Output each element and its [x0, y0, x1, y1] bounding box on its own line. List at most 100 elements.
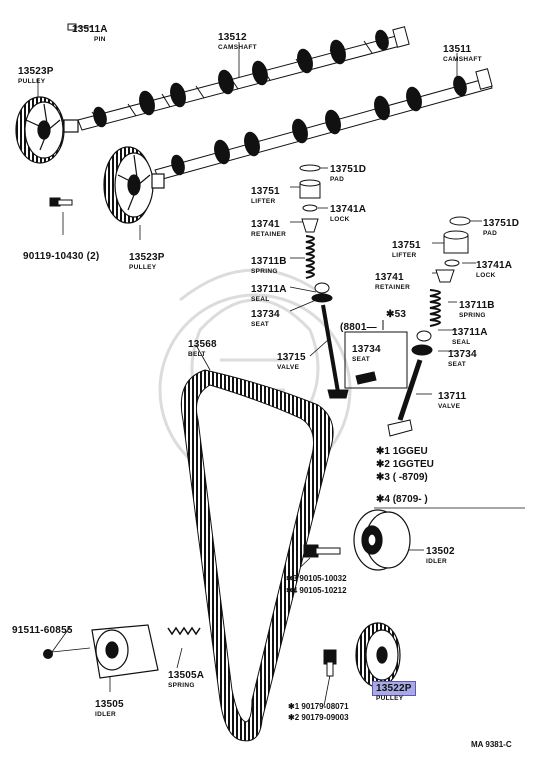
part-name: LIFTER — [251, 198, 276, 205]
part-name: LOCK — [330, 216, 350, 223]
part-number: 13715 — [277, 352, 306, 363]
idler-13505 — [91, 624, 159, 679]
part-name: VALVE — [438, 403, 461, 410]
part-name: SEAT — [448, 361, 467, 368]
label-13505A: 13505A SPRING — [168, 666, 204, 690]
part-number: 13734 — [448, 349, 477, 360]
part-name: RETAINER — [251, 231, 287, 238]
part-name: SEAL — [251, 296, 270, 303]
part-number: ✱53 — [386, 309, 407, 320]
part-number: 13741A — [330, 204, 367, 215]
part-number: 13512 — [218, 32, 247, 43]
part-number: 13751D — [330, 164, 367, 175]
camshaft-13511 — [154, 68, 493, 181]
label-13568: 13568 BELT — [188, 335, 217, 359]
leader-lines — [37, 26, 482, 707]
part-number: 13751D — [483, 218, 520, 229]
part-number: 13741 — [375, 272, 404, 283]
spring-13505A — [167, 626, 201, 636]
label-90105-a: ✱3 90105-10032 — [286, 575, 347, 583]
label-13741A-left: 13741A LOCK — [330, 200, 366, 224]
part-number: 91511-60855 — [12, 625, 73, 636]
part-number-highlighted[interactable]: 13522P — [372, 681, 416, 696]
label-13751-right: 13751 LIFTER — [392, 236, 421, 260]
label-90179-b: ✱2 90179-09003 — [288, 714, 349, 722]
pulley-13522P — [355, 622, 401, 688]
label-13741A-right: 13741A LOCK — [476, 256, 512, 280]
part-name: SEAT — [352, 356, 371, 363]
part-number: 13751 — [251, 186, 280, 197]
part-number: 13734 — [251, 309, 280, 320]
part-number: 13741A — [476, 260, 513, 271]
label-13711A-right: 13711A SEAL — [452, 323, 488, 347]
part-number: 13505A — [168, 670, 205, 681]
part-number: 13711B — [459, 300, 495, 311]
label-13711B-right: 13711B SPRING — [459, 296, 495, 320]
label-13741-right: 13741 RETAINER — [375, 268, 410, 292]
part-name: PAD — [483, 230, 498, 237]
pulley-13523P-lower — [103, 146, 165, 224]
label-13751D-right: 13751D PAD — [483, 214, 519, 238]
pin-13511A — [67, 23, 77, 31]
timing-belt-13568 — [180, 369, 334, 742]
part-number: 13711B — [251, 256, 287, 267]
seat-detail-box — [344, 320, 408, 389]
right-valve-assembly — [387, 216, 471, 437]
part-name: SPRING — [251, 268, 278, 275]
part-name: BELT — [188, 351, 206, 358]
part-number: ✱2 90179-09003 — [288, 713, 349, 722]
part-number: 13741 — [251, 219, 280, 230]
part-number: 13511A — [72, 24, 108, 35]
part-number: 13505 — [95, 699, 124, 710]
diagram-ref-code: MA 9381-C — [471, 740, 512, 749]
part-name: RETAINER — [375, 284, 411, 291]
pulley-13523P-upper — [15, 96, 79, 164]
part-name: IDLER — [95, 711, 116, 718]
part-number: 13502 — [426, 546, 455, 557]
part-number: 13734 — [352, 344, 381, 355]
label-13711: 13711 VALVE — [438, 387, 466, 411]
part-name: SPRING — [168, 682, 195, 689]
part-name: PULLEY — [376, 695, 404, 702]
label-91511: 91511-60855 — [12, 621, 73, 637]
part-number: 13568 — [188, 339, 217, 350]
legend-3: ✱3 ( -8709) — [376, 472, 428, 483]
part-name: PULLEY — [18, 78, 46, 85]
label-8801: (8801— — [340, 318, 377, 334]
label-13523P-lower: 13523P PULLEY — [129, 248, 165, 272]
part-number: ✱4 90105-10212 — [286, 586, 347, 595]
part-name: LIFTER — [392, 252, 417, 259]
part-name: LOCK — [476, 272, 496, 279]
label-90119: 90119-10430 (2) — [23, 247, 99, 263]
part-name: SEAT — [251, 321, 270, 328]
part-name: CAMSHAFT — [443, 56, 482, 63]
label-13734-right: 13734 SEAT — [448, 345, 477, 369]
label-13751-left: 13751 LIFTER — [251, 182, 280, 206]
part-number: ✱1 90179-08071 — [288, 702, 349, 711]
label-13505: 13505 IDLER — [95, 695, 124, 719]
part-number: 13711A — [452, 327, 488, 338]
part-number: ✱3 90105-10032 — [286, 574, 347, 583]
part-name: IDLER — [426, 558, 447, 565]
legend-1: ✱1 1GGEU — [376, 446, 428, 457]
left-valve-assembly — [299, 164, 349, 399]
part-name: SEAL — [452, 339, 471, 346]
label-13715: 13715 VALVE — [277, 348, 306, 372]
label-13734-box: 13734 SEAT — [352, 340, 381, 364]
label-13511A: 13511A PIN — [72, 20, 108, 44]
bolt-90179 — [323, 649, 337, 677]
part-name: VALVE — [277, 364, 300, 371]
label-53: ✱53 — [386, 305, 406, 321]
part-number: 90119-10430 (2) — [23, 251, 100, 262]
part-name: PIN — [94, 36, 106, 43]
nut-91511 — [43, 649, 53, 659]
label-13523P-upper: 13523P PULLEY — [18, 62, 54, 86]
label-13502: 13502 IDLER — [426, 542, 455, 566]
label-13734-left: 13734 SEAT — [251, 305, 280, 329]
part-number: 13711 — [438, 391, 467, 402]
part-name: PAD — [330, 176, 345, 183]
label-13711B-left: 13711B SPRING — [251, 252, 287, 276]
part-name: PULLEY — [129, 264, 157, 271]
